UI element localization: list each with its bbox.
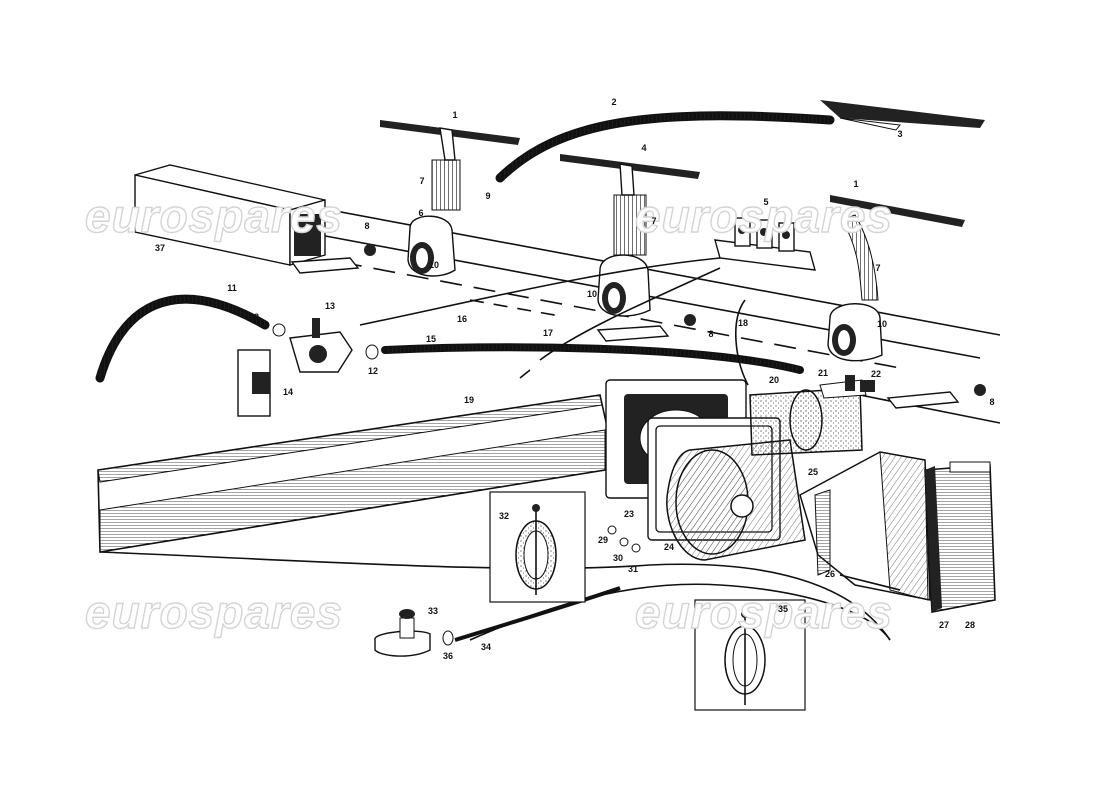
transition-duct	[799, 451, 931, 601]
part-label-22: 22	[871, 369, 881, 379]
part-label-35: 35	[778, 604, 788, 614]
air-box	[134, 164, 326, 266]
part-label-27: 27	[939, 620, 949, 630]
part-label-34: 34	[481, 642, 491, 652]
inset-35	[694, 599, 806, 711]
part-label-10: 10	[429, 260, 439, 270]
part-label-19: 19	[464, 395, 474, 405]
part-label-10: 10	[587, 289, 597, 299]
drain-tap-33	[374, 609, 454, 657]
part-label-21: 21	[818, 368, 828, 378]
defroster-nozzle-left	[380, 120, 520, 277]
part-label-7: 7	[419, 176, 424, 186]
part-label-7: 7	[651, 216, 656, 226]
part-label-14: 14	[283, 387, 293, 397]
part-label-20: 20	[769, 375, 779, 385]
part-label-16: 16	[457, 314, 467, 324]
hose-34	[454, 586, 621, 642]
part-label-3: 3	[897, 129, 902, 139]
part-label-10: 10	[877, 319, 887, 329]
water-tap-13	[289, 318, 379, 373]
part-label-37: 37	[155, 243, 165, 253]
clip-12	[272, 323, 286, 337]
inset-32	[489, 491, 586, 603]
part-label-33: 33	[428, 606, 438, 616]
bracket-8-a	[290, 244, 376, 274]
part-label-5: 5	[763, 197, 768, 207]
defroster-vent-3	[820, 100, 985, 131]
svg-text:eurospares: eurospares	[635, 190, 893, 242]
mounting-plate-14	[237, 349, 271, 417]
part-label-8: 8	[989, 397, 994, 407]
defroster-nozzle-center	[560, 154, 700, 317]
washers	[607, 525, 641, 553]
part-label-12: 12	[249, 312, 259, 322]
part-label-31: 31	[628, 564, 638, 574]
part-label-18: 18	[738, 318, 748, 328]
part-label-9: 9	[485, 191, 490, 201]
part-label-24: 24	[664, 542, 674, 552]
part-label-17: 17	[543, 328, 553, 338]
part-label-25: 25	[808, 467, 818, 477]
part-label-29: 29	[598, 535, 608, 545]
control-valve-assembly	[714, 217, 816, 271]
part-label-32: 32	[499, 511, 509, 521]
part-label-36: 36	[443, 651, 453, 661]
part-label-8: 8	[364, 221, 369, 231]
part-label-1: 1	[452, 110, 457, 120]
watermarks: eurospares eurospares eurospares eurospa…	[84, 189, 893, 638]
part-label-6: 6	[418, 208, 423, 218]
svg-text:eurospares: eurospares	[635, 586, 893, 638]
defroster-nozzle-right	[827, 195, 965, 362]
clip-22	[860, 380, 875, 392]
part-label-15: 15	[426, 334, 436, 344]
part-label-26: 26	[825, 569, 835, 579]
heater-radiator	[924, 461, 996, 613]
part-label-13: 13	[325, 301, 335, 311]
part-label-1: 1	[853, 179, 858, 189]
control-cables	[359, 257, 749, 386]
part-label-2: 2	[611, 97, 616, 107]
part-label-11: 11	[227, 283, 237, 293]
part-label-7: 7	[875, 263, 880, 273]
blower-inlet-cylinder	[749, 375, 867, 456]
part-label-30: 30	[613, 553, 623, 563]
bracket-8-b	[596, 314, 696, 342]
blower-motor	[647, 417, 806, 561]
part-label-23: 23	[624, 509, 634, 519]
part-label-12: 12	[368, 366, 378, 376]
svg-text:eurospares: eurospares	[85, 586, 343, 638]
bracket-8-c	[886, 384, 986, 409]
part-label-4: 4	[641, 143, 646, 153]
part-label-8: 8	[708, 329, 713, 339]
part-label-28: 28	[965, 620, 975, 630]
svg-text:eurospares: eurospares	[85, 190, 343, 242]
